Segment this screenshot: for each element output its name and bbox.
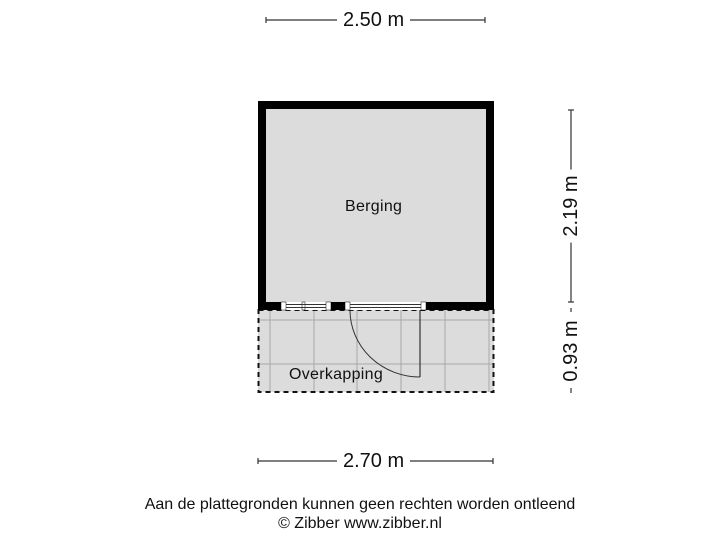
- disclaimer-text: Aan de plattegronden kunnen geen rechten…: [144, 496, 576, 513]
- room-label-berging: Berging: [345, 198, 403, 215]
- window: [280, 301, 332, 311]
- dimension-right-lower-label: 0.93 m: [560, 318, 582, 384]
- room-label-overkapping: Overkapping: [289, 366, 384, 383]
- dimension-bottom-label: 2.70 m: [337, 450, 411, 472]
- berging-floor: [266, 109, 486, 302]
- dimension-top-label: 2.50 m: [337, 9, 411, 31]
- copyright-text: © Zibber www.zibber.nl: [278, 515, 442, 532]
- dimension-right-upper-label: 2.19 m: [560, 169, 582, 243]
- tile-grid: [258, 310, 494, 392]
- door-swing-arc: [349, 309, 421, 378]
- door: [344, 301, 427, 378]
- berging-room: [258, 101, 494, 378]
